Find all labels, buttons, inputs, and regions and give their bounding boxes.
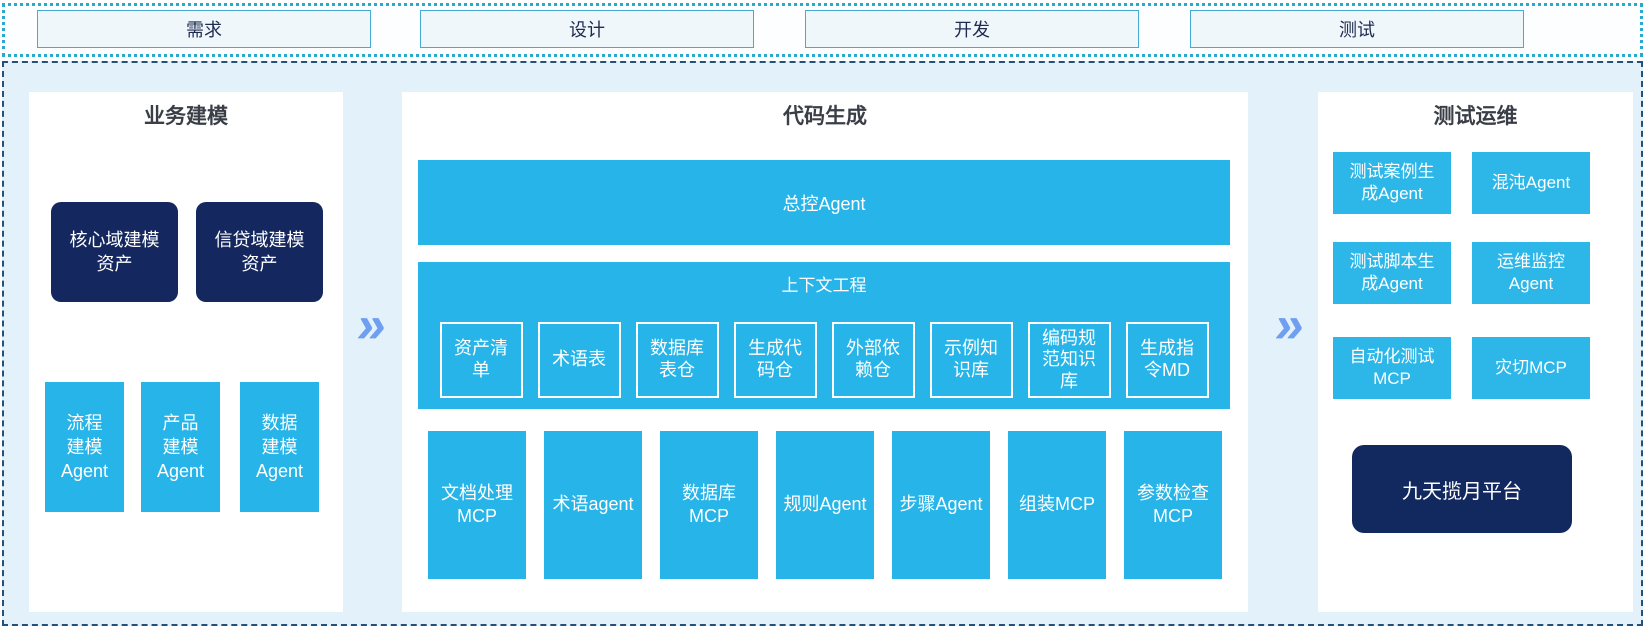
box-test-script-generation-agent: 测试脚本生 成Agent — [1333, 242, 1451, 304]
panel-code-generation: 代码生成 总控Agent 上下文工程 资产清 单 术语表 数据库 表仓 生成代 … — [402, 92, 1248, 612]
phase-box-design: 设计 — [420, 10, 754, 48]
box-terminology-agent: 术语agent — [544, 431, 642, 579]
phase-box-development: 开发 — [805, 10, 1139, 48]
box-example-knowledge-base: 示例知 识库 — [929, 322, 1013, 398]
box-asset-list: 资产清 单 — [439, 322, 523, 398]
box-credit-domain-assets: 信贷域建模 资产 — [196, 202, 323, 302]
box-rule-agent: 规则Agent — [776, 431, 874, 579]
box-assembly-mcp: 组装MCP — [1008, 431, 1106, 579]
box-step-agent: 步骤Agent — [892, 431, 990, 579]
double-chevron-icon: » — [1271, 296, 1309, 354]
phase-strip: 需求 设计 开发 测试 — [2, 3, 1643, 57]
panel-title-test-operations: 测试运维 — [1433, 105, 1518, 128]
box-product-modeling-agent: 产品 建模 Agent — [141, 382, 220, 512]
panel-business-modeling: 业务建模 核心域建模 资产 信贷域建模 资产 流程 建模 Agent 产品 建模… — [29, 92, 343, 612]
box-parameter-check-mcp: 参数检查 MCP — [1124, 431, 1222, 579]
panel-title-business-modeling: 业务建模 — [144, 105, 228, 128]
box-jiutian-lanyue-platform: 九天揽月平台 — [1352, 445, 1572, 533]
phase-box-requirements: 需求 — [37, 10, 371, 48]
box-glossary: 术语表 — [537, 322, 621, 398]
context-engineering-section: 上下文工程 资产清 单 术语表 数据库 表仓 生成代 码仓 外部依 赖仓 示例知… — [418, 262, 1230, 409]
box-coding-standard-knowledge-base: 编码规 范知识 库 — [1027, 322, 1111, 398]
box-test-case-generation-agent: 测试案例生 成Agent — [1333, 152, 1451, 214]
box-master-control-agent: 总控Agent — [418, 160, 1230, 245]
double-chevron-icon: » — [353, 296, 391, 354]
box-chaos-agent: 混沌Agent — [1472, 152, 1590, 214]
box-data-modeling-agent: 数据 建模 Agent — [240, 382, 319, 512]
context-engineering-row: 资产清 单 术语表 数据库 表仓 生成代 码仓 外部依 赖仓 示例知 识库 编码… — [418, 322, 1230, 398]
box-process-modeling-agent: 流程 建模 Agent — [45, 382, 124, 512]
box-database-mcp: 数据库 MCP — [660, 431, 758, 579]
box-external-dependency-repo: 外部依 赖仓 — [831, 322, 915, 398]
panel-test-operations: 测试运维 测试案例生 成Agent 混沌Agent 测试脚本生 成Agent 运… — [1318, 92, 1633, 612]
box-generation-instruction-md: 生成指 令MD — [1125, 322, 1209, 398]
box-document-processing-mcp: 文档处理 MCP — [428, 431, 526, 579]
phase-box-testing: 测试 — [1190, 10, 1524, 48]
box-disaster-switch-mcp: 灾切MCP — [1472, 337, 1590, 399]
tool-agent-row: 文档处理 MCP 术语agent 数据库 MCP 规则Agent 步骤Agent… — [402, 431, 1248, 579]
box-ops-monitoring-agent: 运维监控 Agent — [1472, 242, 1590, 304]
box-core-domain-assets: 核心域建模 资产 — [51, 202, 178, 302]
panel-title-code-generation: 代码生成 — [783, 105, 867, 128]
box-database-table-repo: 数据库 表仓 — [635, 322, 719, 398]
box-generated-code-repo: 生成代 码仓 — [733, 322, 817, 398]
pipeline-container: 业务建模 核心域建模 资产 信贷域建模 资产 流程 建模 Agent 产品 建模… — [2, 61, 1643, 626]
context-engineering-title: 上下文工程 — [781, 276, 867, 295]
box-automated-testing-mcp: 自动化测试 MCP — [1333, 337, 1451, 399]
